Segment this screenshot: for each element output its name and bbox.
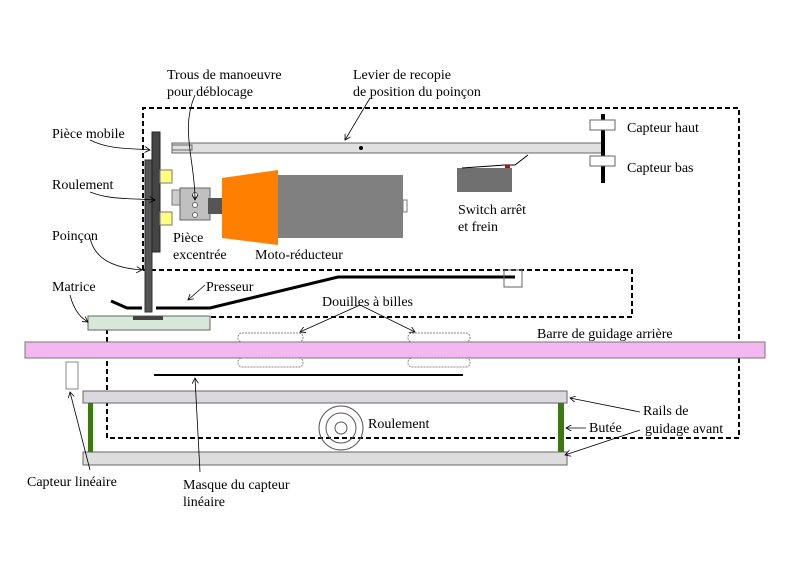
bearing-bottom — [159, 211, 173, 226]
stop-switch — [457, 168, 512, 192]
svg-text:Pièce: Pièce — [173, 231, 203, 246]
svg-text:Rails de: Rails de — [643, 404, 689, 419]
poincon-label: Poinçon — [52, 229, 98, 244]
matrice-label: Matrice — [52, 280, 96, 295]
rear-guide-bar — [24, 341, 766, 359]
switch-label: Switch arrêt et frein — [458, 203, 526, 235]
sensor-bottom — [589, 155, 616, 167]
piece-mobile-label: Pièce mobile — [52, 127, 125, 142]
piece-excentree-label: Pièce excentrée — [173, 231, 227, 263]
butee-label: Butée — [589, 421, 622, 436]
motor — [278, 175, 403, 238]
svg-text:Levier de recopie: Levier de recopie — [353, 68, 451, 83]
roulement-bas-label: Roulement — [368, 417, 430, 432]
stop-left — [88, 403, 93, 452]
douilles-label: Douilles à billes — [322, 295, 413, 310]
sensor-top — [589, 119, 616, 131]
gearbox — [222, 170, 278, 245]
moto-reducteur-label: Moto-réducteur — [255, 248, 343, 263]
svg-text:Switch arrêt: Switch arrêt — [458, 203, 526, 218]
front-rail-bottom — [82, 451, 568, 466]
bearing-top — [159, 169, 173, 184]
moving-part — [151, 131, 161, 253]
levier-label: Levier de recopie de position du poinçon — [353, 68, 481, 100]
ball-bushings — [237, 332, 471, 368]
roller-bearing — [318, 405, 364, 451]
capteur-bas-label: Capteur bas — [627, 161, 693, 176]
roulement-label: Roulement — [52, 178, 114, 193]
punch — [144, 159, 153, 313]
presseur-label: Presseur — [206, 280, 254, 295]
svg-text:Masque du capteur: Masque du capteur — [183, 478, 290, 493]
masque-label: Masque du capteur linéaire — [183, 478, 290, 510]
trous-label: Trous de manoeuvre pour déblocage — [167, 68, 282, 100]
capteur-lineaire-label: Capteur linéaire — [27, 475, 117, 490]
barre-guidage-label: Barre de guidage arrière — [537, 327, 673, 342]
svg-text:guidage avant: guidage avant — [645, 422, 723, 437]
svg-text:excentrée: excentrée — [173, 248, 227, 263]
linear-sensor — [65, 361, 79, 390]
rails-label: Rails de guidage avant — [643, 404, 723, 437]
front-rail-top — [82, 390, 568, 404]
svg-text:de position du poinçon: de position du poinçon — [353, 85, 481, 100]
presser — [110, 299, 142, 310]
capteur-haut-label: Capteur haut — [627, 121, 699, 136]
presser-dashed-boundary — [143, 269, 633, 318]
position-lever — [171, 142, 603, 154]
svg-text:linéaire: linéaire — [183, 495, 225, 510]
stop-right — [558, 403, 564, 452]
upper-dashed-boundary — [106, 107, 740, 439]
svg-text:pour déblocage: pour déblocage — [167, 85, 253, 100]
svg-text:et frein: et frein — [458, 220, 498, 235]
svg-text:Trous de manoeuvre: Trous de manoeuvre — [167, 68, 282, 83]
